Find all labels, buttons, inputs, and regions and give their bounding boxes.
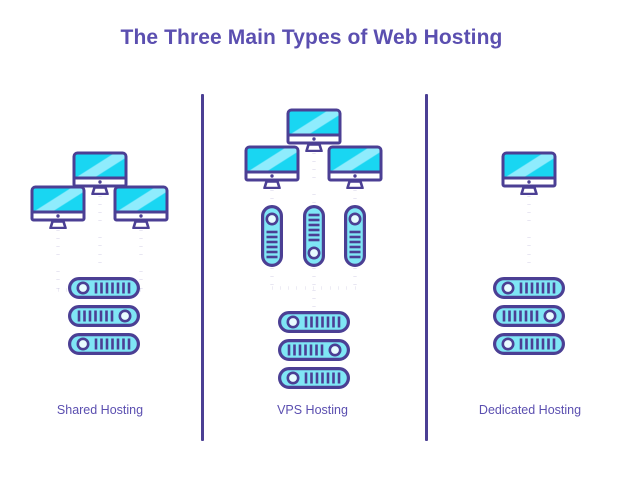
vps-unit-right [344,205,366,267]
vps-monitor-top [286,108,342,152]
shared-monitor-right [113,185,169,229]
panel-label-shared-hosting: Shared Hosting [56,403,144,417]
panel-vps-hosting [244,108,383,389]
panel-dedicated-hosting [493,151,565,355]
vps-unit-left [261,205,283,267]
vps-unit-center [303,205,325,267]
page-title: The Three Main Types of Web Hosting [120,26,503,49]
shared-server-stack [68,277,140,355]
panel-label-dedicated-hosting: Dedicated Hosting [478,403,582,417]
panel-label-vps-hosting: VPS Hosting [277,403,348,417]
vps-monitor-left [244,145,300,189]
dedicated-server-stack [493,277,565,355]
dedicated-monitor [501,151,557,195]
panel-shared-hosting [30,151,169,355]
divider-vps-dedicated [425,94,428,441]
vps-connectors-lower [270,268,357,288]
vps-monitor-right [327,145,383,189]
divider-shared-vps [201,94,204,441]
vps-server-stack [278,311,350,389]
shared-monitor-left [30,185,86,229]
